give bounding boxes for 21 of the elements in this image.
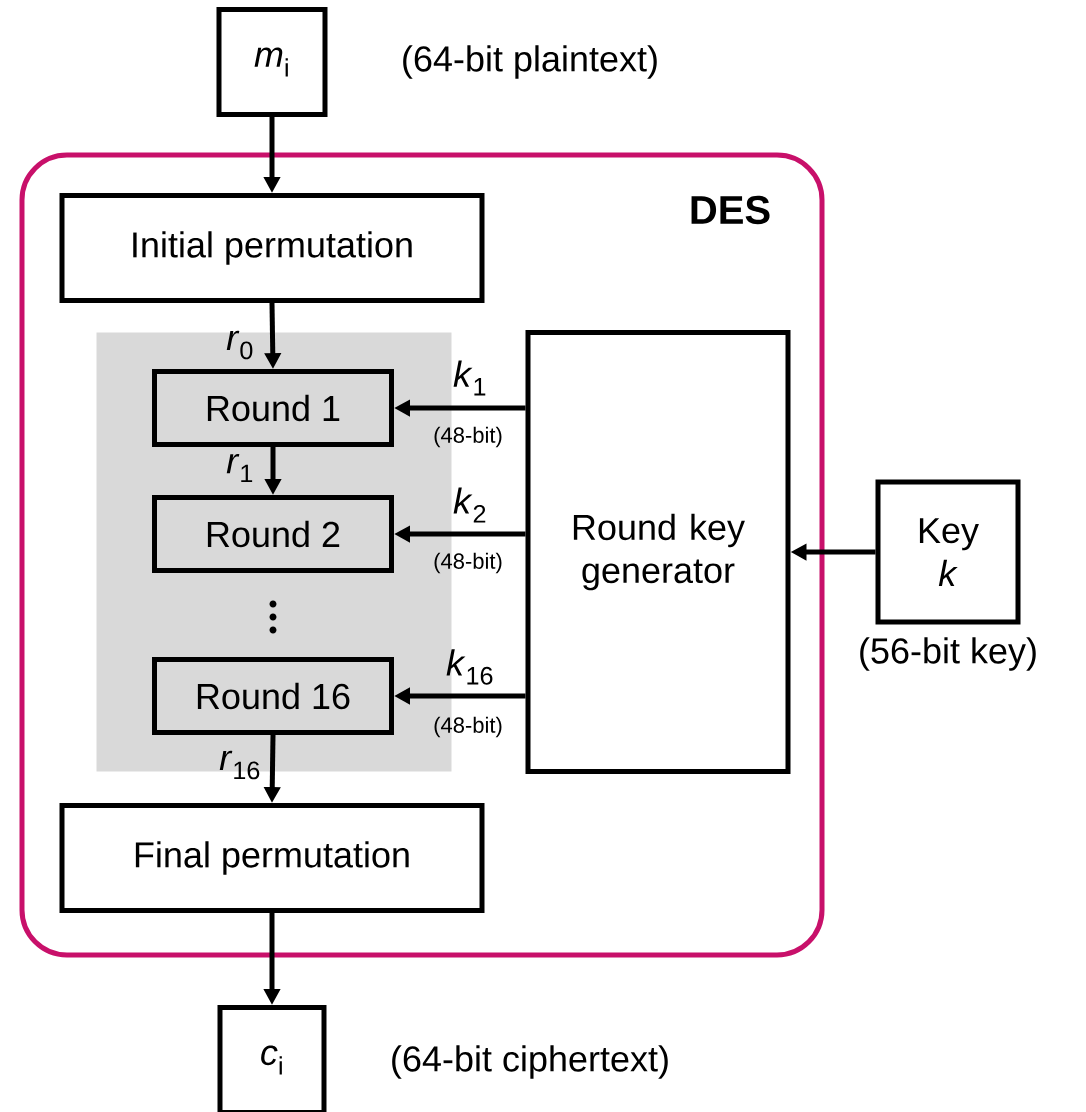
process-box: Initial permutation xyxy=(59,193,485,303)
side-note: (64-bit plaintext) xyxy=(403,45,657,79)
round-box: Round 16 xyxy=(152,657,394,735)
edge-label: k$_{1}$ xyxy=(453,360,486,396)
edge-label: k$_{16}$ xyxy=(446,649,493,685)
side-note: (56-bit key) xyxy=(860,637,1036,671)
bit-width-label: (48-bit) xyxy=(434,426,502,448)
key-generator-box: Round key generator xyxy=(525,330,791,774)
input-box: m$_{i}$ xyxy=(216,7,328,117)
key-box: Key k xyxy=(875,479,1021,625)
edge-label: r$_{0}$ xyxy=(226,330,253,360)
edge-label: k$_{2}$ xyxy=(453,487,486,523)
round-box: Round 1 xyxy=(152,369,394,447)
side-note: (64-bit ciphertext) xyxy=(392,1045,668,1079)
output-box: c$_{i}$ xyxy=(217,1005,327,1112)
round-box: Round 2 xyxy=(152,495,394,573)
process-box: Final permutation xyxy=(59,803,485,913)
bit-width-label: (48-bit) xyxy=(434,552,502,574)
bit-width-label: (48-bit) xyxy=(434,716,502,738)
edge-label: r$_{1}$ xyxy=(226,453,253,483)
edge-label: r$_{16}$ xyxy=(219,750,260,780)
